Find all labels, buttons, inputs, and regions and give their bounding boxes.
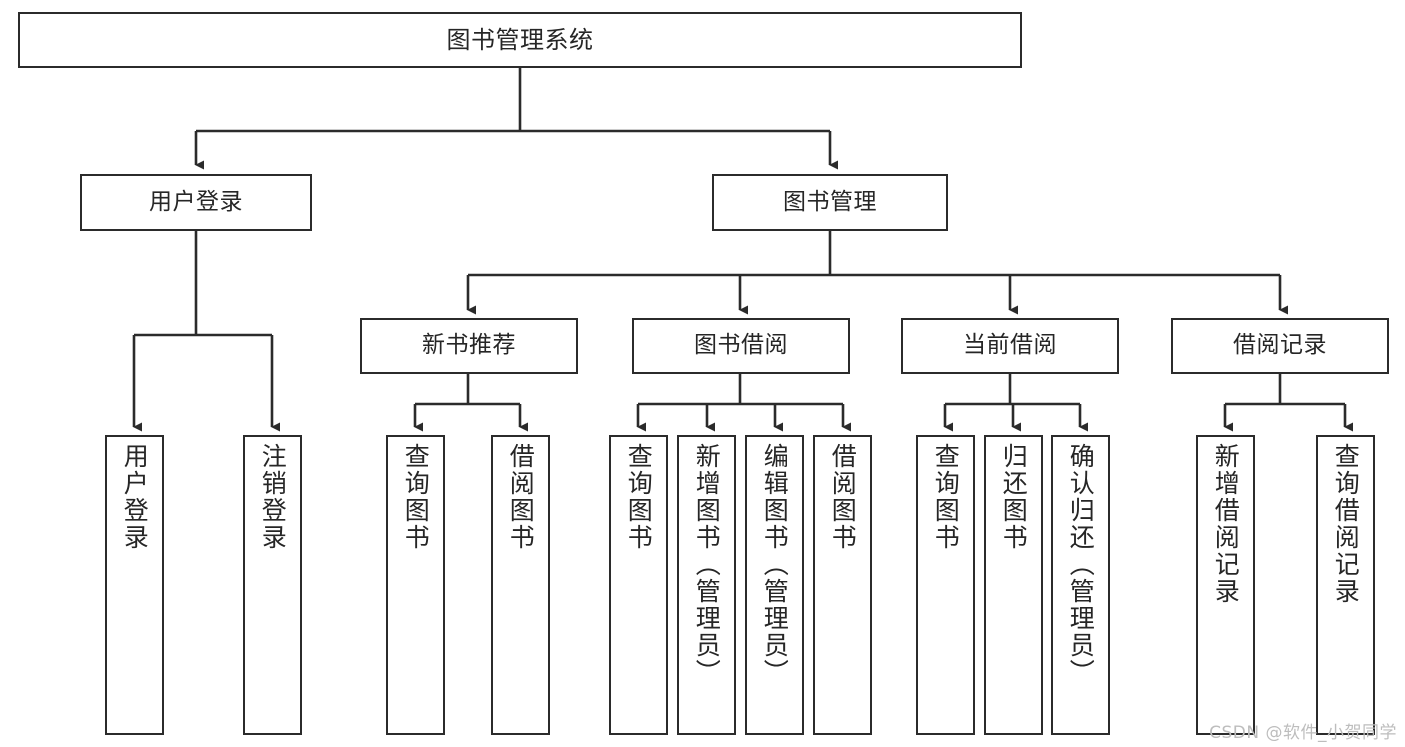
- node-label: 查询图书: [401, 443, 431, 551]
- leaf-query-book-2[interactable]: 查询图书: [609, 435, 668, 735]
- leaf-add-borrow-record[interactable]: 新增借阅记录: [1196, 435, 1255, 735]
- node-label: 新增借阅记录: [1211, 443, 1241, 605]
- leaf-logout[interactable]: 注销登录: [243, 435, 302, 735]
- node-book-borrow[interactable]: 图书借阅: [632, 318, 850, 374]
- node-borrow-record[interactable]: 借阅记录: [1171, 318, 1389, 374]
- node-label: 用户登录: [149, 188, 243, 215]
- node-label: 图书管理系统: [446, 25, 594, 54]
- node-label: 借阅图书: [828, 443, 858, 551]
- node-label: 用户登录: [120, 443, 150, 551]
- node-current-borrow[interactable]: 当前借阅: [901, 318, 1119, 374]
- node-user-login[interactable]: 用户登录: [80, 174, 312, 231]
- node-label: 新增图书（管理员）: [692, 443, 722, 686]
- node-label: 查询图书: [931, 443, 961, 551]
- node-label: 图书借阅: [694, 332, 788, 359]
- node-label: 新书推荐: [422, 332, 516, 359]
- node-label: 注销登录: [258, 443, 288, 551]
- leaf-user-login[interactable]: 用户登录: [105, 435, 164, 735]
- node-label: 确认归还（管理员）: [1066, 443, 1096, 686]
- node-label: 归还图书: [999, 443, 1029, 551]
- node-label: 当前借阅: [963, 332, 1057, 359]
- leaf-query-book-3[interactable]: 查询图书: [916, 435, 975, 735]
- node-book-management[interactable]: 图书管理: [712, 174, 948, 231]
- node-label: 借阅记录: [1233, 332, 1327, 359]
- leaf-borrow-book-1[interactable]: 借阅图书: [491, 435, 550, 735]
- leaf-add-book-admin[interactable]: 新增图书（管理员）: [677, 435, 736, 735]
- leaf-return-book[interactable]: 归还图书: [984, 435, 1043, 735]
- node-label: 图书管理: [783, 188, 877, 215]
- node-label: 查询借阅记录: [1331, 443, 1361, 605]
- node-label: 查询图书: [624, 443, 654, 551]
- leaf-borrow-book-2[interactable]: 借阅图书: [813, 435, 872, 735]
- node-new-book-recommend[interactable]: 新书推荐: [360, 318, 578, 374]
- node-label: 借阅图书: [506, 443, 536, 551]
- leaf-confirm-return-admin[interactable]: 确认归还（管理员）: [1051, 435, 1110, 735]
- node-root-system[interactable]: 图书管理系统: [18, 12, 1022, 68]
- leaf-query-borrow-record[interactable]: 查询借阅记录: [1316, 435, 1375, 735]
- leaf-edit-book-admin[interactable]: 编辑图书（管理员）: [745, 435, 804, 735]
- leaf-query-book-1[interactable]: 查询图书: [386, 435, 445, 735]
- node-label: 编辑图书（管理员）: [760, 443, 790, 686]
- csdn-watermark: CSDN @软件_小贺同学: [1209, 723, 1397, 743]
